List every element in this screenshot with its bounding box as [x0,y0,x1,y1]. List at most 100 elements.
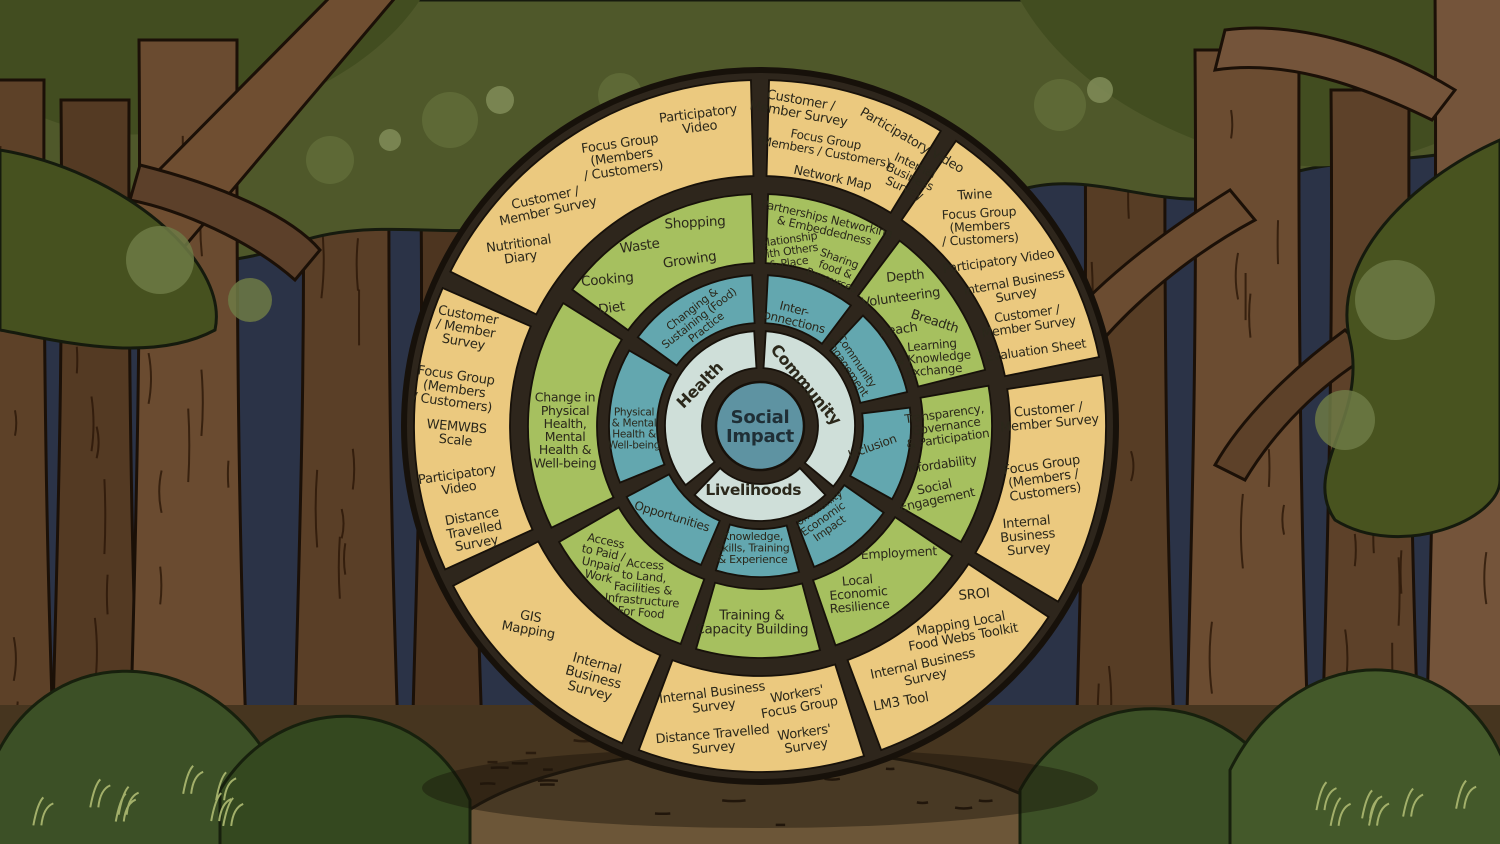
bark-texture [1130,450,1135,482]
bark-texture [337,536,341,599]
path-pebble-stroke [954,806,973,810]
wheel-segment-methods-right [974,373,1107,603]
wheel-segment-training-capacity-building [694,581,822,659]
bark-texture [340,508,345,539]
leaf-highlight [1315,390,1375,450]
tree-branch [1212,26,1458,122]
wheel-label: Diet [597,298,626,318]
wheel-segment-methods-lower-right [846,562,1050,752]
grass-blade [1455,779,1477,809]
path-pebble-stroke [978,799,993,803]
wheel-segment-partnerships [764,193,888,291]
wheel-label: Learning& KnowledgeExchange [893,335,972,381]
bark-texture [147,352,153,404]
bark-texture [12,637,17,681]
wheel-segment-inclusion [848,406,912,501]
leaf-highlight [126,226,194,294]
bark-texture [1234,252,1240,300]
bark-texture [95,426,100,459]
wheel-segment-change-in-health [527,301,624,529]
bark-texture [342,543,347,575]
wheel-segment-community-engagement [828,314,909,404]
leaf-highlight [1355,260,1435,340]
wheel-shadow [422,748,1098,828]
wheel-label: Waste [619,235,661,256]
bark-texture [158,470,163,514]
wheel-label: WEMWBSScale [425,417,488,451]
wheel-segment-access [557,506,706,646]
bark-texture [1248,293,1252,338]
grass-blade [1329,797,1352,826]
wheel-label: SROI [958,585,991,604]
bark-texture [351,448,356,490]
path-pebble-stroke [916,801,929,805]
bark-texture [1239,493,1244,569]
wheel-segment-methods-top-left [449,79,755,316]
bark-texture [200,369,204,437]
wheel-label: Shopping [664,213,726,232]
grass-blade [32,796,54,826]
leaf-highlight [1087,77,1113,103]
wheel-segment-employment-resilience [811,515,954,647]
grass-blade [182,765,204,794]
wheel-label: Livelihoods [705,481,801,499]
leaf-highlight [486,86,514,114]
bark-texture [1208,621,1213,694]
wheel-segment-transparency-governance [899,384,993,544]
wheel-segment-knowledge-skills-training-experience [714,523,801,578]
wheel-label: Growing [662,248,718,271]
grass-blade [215,771,237,801]
wheel-segment-changing-sustaining-food-practice [636,274,756,367]
grass-mound [218,714,472,844]
wheel-label: Customer /Member Survey [998,398,1100,435]
wheel-label: Training &Capacity Building [695,607,808,637]
wheel-segment-methods-lower-left [451,540,662,745]
bark-texture [226,460,230,488]
grass-blade [1315,781,1337,811]
leaf-highlight [379,129,401,151]
wheel-label: Accessto Paid /UnpaidWork [575,529,629,587]
wheel-segment-livelihoods [693,466,827,522]
bark-texture [1230,109,1234,139]
wheel-label: Reach [879,320,919,340]
wheel-label: Knowledge,Skills, Training& Experience [716,530,790,566]
wheel-segment-health [664,330,758,487]
grass-blade [89,778,111,808]
wheel-segment-methods-left [413,286,534,571]
leaf-cluster [422,92,478,148]
leaf-highlight [228,278,272,322]
tree-branch [128,163,322,283]
bark-texture [14,410,18,436]
leaf-cluster [306,136,354,184]
grass-blade [1361,789,1383,819]
foliage-left [0,148,218,350]
bark-texture [1353,533,1357,567]
wheel-segment-food-practices [571,193,756,332]
grass-blade [210,792,232,822]
wheel-label: Focus Group(Members/ Customers) [412,363,497,416]
path-pebble-stroke [722,799,746,803]
wheel-label: Depth [886,268,925,286]
wheel-segment-depth-volunteering [856,239,987,388]
wheel-segment-methods-top [765,79,943,215]
wheel-label: NutritionalDiary [485,232,554,269]
bark-texture [314,469,319,548]
bark-texture [159,566,163,605]
wheel-label: LocalEconomicResilience [827,570,891,616]
leaf-cluster [1034,79,1086,131]
bark-texture [75,346,79,374]
bark-texture [1397,557,1401,626]
wheel-label: DistanceTravelledSurvey [442,505,505,557]
bark-texture [90,396,95,452]
wheel-label: Employment [860,543,937,562]
grass-blade [114,792,137,822]
wheel-label: Focus Group(Members/ Customers) [940,203,1019,248]
wheel-label: Accessto Land,Facilities &Infrastructure… [603,554,683,623]
bark-texture [187,408,191,483]
